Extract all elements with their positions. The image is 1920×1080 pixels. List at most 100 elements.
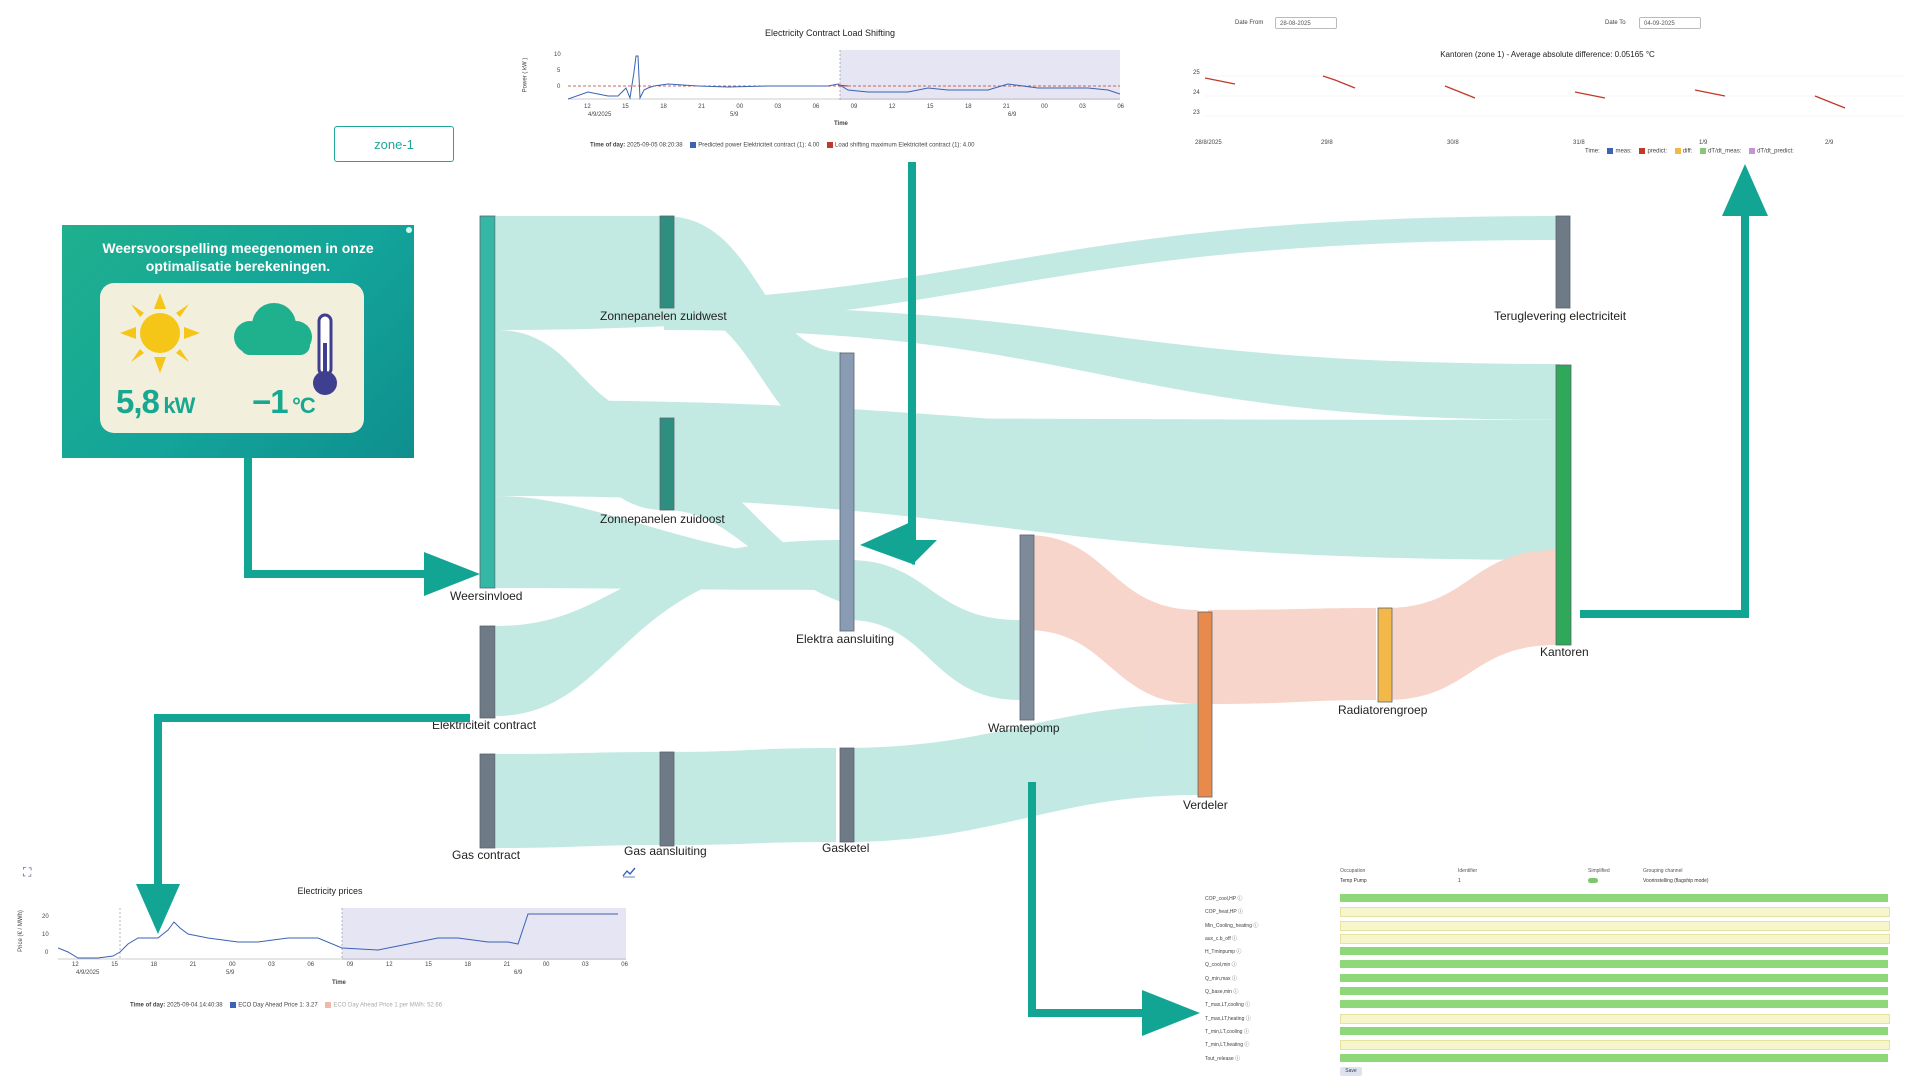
legend-meas[interactable]: meas: (1615, 148, 1632, 155)
config-bar[interactable] (1340, 933, 1890, 944)
expand-icon[interactable]: ⛶ (23, 865, 32, 879)
kantoren-xdate-0: 28/8/2025 (1195, 140, 1222, 146)
node-gasketel[interactable] (839, 747, 855, 843)
prices-xtick: 15 (111, 962, 118, 968)
node-elektriciteit-contract[interactable] (479, 625, 496, 719)
zone-selector-button[interactable]: zone-1 (334, 126, 454, 162)
kantoren-ytick-1: 24 (1193, 90, 1200, 96)
node-weersinvloed[interactable] (479, 215, 496, 589)
kantoren-legend-time: Time: (1585, 148, 1600, 155)
node-zonnepanelen-zuidwest[interactable] (659, 215, 675, 309)
label-teruglevering: Teruglevering electriciteit (1494, 309, 1627, 323)
config-bar[interactable] (1340, 973, 1888, 982)
config-bar[interactable] (1340, 1053, 1888, 1062)
link-gascontract-gasaansluiting (496, 752, 664, 848)
line-chart-icon[interactable] (622, 866, 636, 878)
config-toggle[interactable] (1588, 878, 1643, 885)
label-elektra-aansluiting: Elektra aansluiting (796, 632, 895, 646)
node-zonnepanelen-zuidoost[interactable] (659, 417, 675, 511)
node-gas-contract[interactable] (479, 753, 496, 849)
prices-time-of-day-value: 2025-09-04 14:40:38 (166, 1002, 223, 1009)
link-zuidwest-kantoren (664, 306, 1560, 420)
kantoren-xdate-3: 31/8 (1573, 140, 1585, 146)
label-verdeler: Verdeler (1183, 798, 1228, 812)
legend-eco-price[interactable]: ECO Day Ahead Price 1: (238, 1002, 305, 1009)
legend-swatch-dtdt-predict (1749, 148, 1756, 154)
config-bar[interactable] (1340, 1040, 1890, 1051)
load-shifting-xdate-0: 4/9/2025 (588, 112, 612, 118)
load-shifting-xtick: 06 (1117, 104, 1124, 110)
config-bar[interactable] (1340, 894, 1888, 902)
link-zuidoost-kantoren (664, 418, 1560, 480)
load-shifting-xtick: 12 (584, 104, 591, 110)
weather-title-line1: Weersvoorspelling meegenomen in onze (102, 240, 374, 256)
kantoren-temperature-chart: Date From 28-08-2025 Date To 04-09-2025 … (1185, 10, 1910, 160)
config-bar[interactable] (1340, 1026, 1888, 1035)
label-gasketel: Gasketel (822, 841, 870, 855)
node-verdeler[interactable] (1197, 611, 1213, 798)
sankey-links (496, 216, 1560, 848)
legend-predict[interactable]: predict: (1647, 148, 1668, 155)
legend-swatch-blue (690, 142, 697, 148)
weather-temp-value: −1 (252, 383, 289, 420)
config-bar[interactable] (1340, 960, 1888, 969)
kantoren-legend: Time: meas: predict: diff: dT/dt_meas: d… (1585, 148, 1794, 155)
prices-xtick: 03 (582, 962, 589, 968)
legend-swatch-predict (1639, 148, 1646, 154)
legend-swatch-diff (1674, 148, 1681, 154)
legend-diff[interactable]: diff: (1682, 148, 1693, 155)
node-warmtepomp[interactable] (1019, 534, 1035, 721)
arrowhead-weersinvloed (424, 552, 480, 596)
node-teruglevering[interactable] (1555, 215, 1571, 309)
prices-xticks: 12 15 18 21 00 03 06 09 12 15 18 21 00 0… (72, 962, 628, 968)
config-header: Grouping channel (1643, 868, 1683, 874)
config-bar[interactable] (1340, 920, 1890, 931)
load-shifting-ytick-1: 5 (557, 68, 561, 74)
load-shifting-xtick: 00 (736, 104, 744, 110)
load-shifting-xtick: 00 (1041, 104, 1048, 110)
config-top-cell: Voorinstelling (flagship mode) (1643, 878, 1709, 884)
config-top-row: Temp Pump 1 Voorinstelling (flagship mod… (1340, 878, 1900, 885)
date-from-value: 28-08-2025 (1280, 21, 1311, 27)
config-row: Q_min,max ⓘ (1205, 972, 1915, 985)
link-radiatoren-kantoren (1386, 550, 1556, 700)
prices-xtick: 21 (503, 962, 511, 968)
legend-load-shifting-max[interactable]: Load shifting maximum Elektriciteit cont… (835, 142, 962, 149)
weather-card-title: Weersvoorspelling meegenomen in onze opt… (62, 239, 414, 275)
config-bar[interactable] (1340, 947, 1888, 956)
legend-predicted-power[interactable]: Predicted power Elektriciteit contract (… (698, 142, 807, 149)
node-radiatorengroep[interactable] (1377, 607, 1393, 703)
config-bar[interactable] (1340, 987, 1888, 996)
node-gas-aansluiting[interactable] (659, 751, 675, 847)
kantoren-chart-title: Kantoren (zone 1) - Average absolute dif… (1440, 50, 1655, 59)
prices-ytick-0: 20 (42, 914, 49, 920)
weather-power-unit: kW (163, 393, 195, 418)
load-shifting-xtick: 21 (698, 104, 705, 110)
config-header: Occupation (1340, 868, 1366, 874)
label-zonnepanelen-zuidoost: Zonnepanelen zuidoost (600, 512, 725, 526)
legend-eco-price-value: 3.27 (306, 1002, 318, 1009)
config-bar[interactable] (1340, 1013, 1890, 1024)
config-bar[interactable] (1340, 1000, 1888, 1009)
legend-eco-price-mwh[interactable]: ECO Day Ahead Price 1 per MWh: (333, 1002, 426, 1009)
date-from-input[interactable]: 28-08-2025 (1275, 17, 1337, 29)
prices-xtick: 18 (464, 962, 472, 968)
config-bar[interactable] (1340, 907, 1890, 918)
config-top-cell: 1 (1458, 878, 1461, 884)
link-elektra-kantoren (848, 440, 1560, 560)
label-gas-aansluiting: Gas aansluiting (624, 844, 707, 858)
arrow-warmtepomp-to-config (1028, 782, 1150, 1017)
node-elektra-aansluiting[interactable] (839, 352, 855, 632)
config-header-row: Occupation Identifier Simplified Groupin… (1340, 868, 1900, 874)
label-kantoren: Kantoren (1540, 645, 1589, 659)
date-to-input[interactable]: 04-09-2025 (1639, 17, 1701, 29)
link-elektriciteit-elektra (496, 540, 842, 716)
legend-dtdt-meas[interactable]: dT/dt_meas: (1708, 148, 1742, 155)
node-kantoren[interactable] (1555, 364, 1572, 646)
config-rows: COP_cool,HP ⓘ COP_heat,HP ⓘ Min_Cooling_… (1205, 892, 1915, 1065)
kantoren-ytick-0: 25 (1193, 70, 1200, 76)
config-save-button[interactable]: Save (1340, 1067, 1362, 1076)
legend-dtdt-predict[interactable]: dT/dt_predict: (1757, 148, 1794, 155)
config-row: T_min,LT,cooling ⓘ (1205, 1025, 1915, 1038)
legend-swatch-dtdt-meas (1700, 148, 1707, 154)
